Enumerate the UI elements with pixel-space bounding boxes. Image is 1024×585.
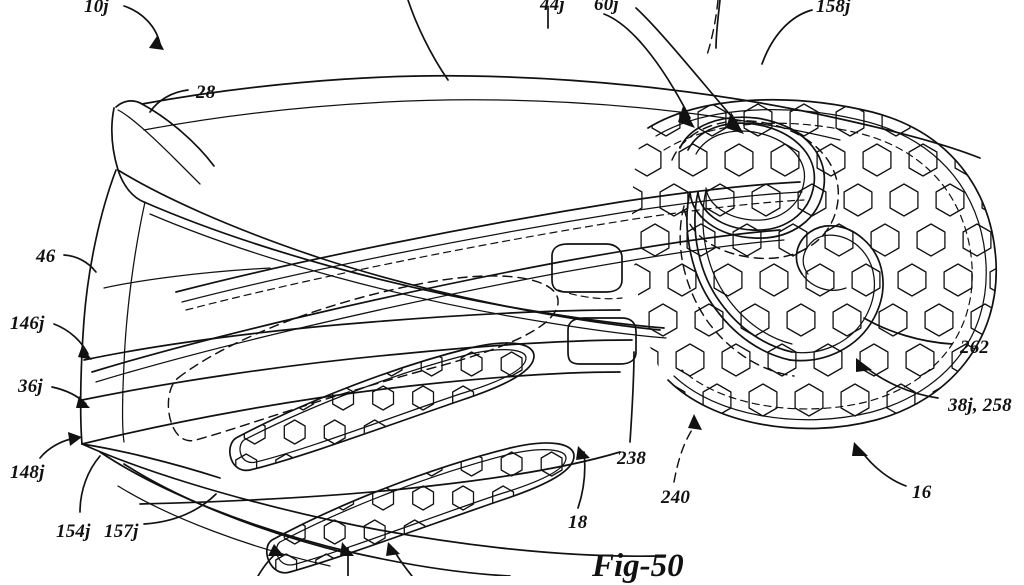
reference-numeral-158j: 158j	[816, 0, 851, 17]
reference-numeral-36j: 36j	[18, 376, 43, 397]
sole-lobe-lower	[266, 442, 575, 574]
reference-numeral-44j: 44j	[540, 0, 565, 15]
leader-lines	[39, 0, 953, 576]
figure-caption: Fig-50	[592, 548, 684, 584]
reference-numeral-157j: 157j	[104, 521, 139, 542]
reference-numeral-154j: 154j	[56, 521, 91, 542]
reference-numeral-262: 262	[960, 337, 990, 358]
midsole-notch	[551, 243, 637, 365]
reference-numeral-46: 46	[36, 246, 56, 267]
outsole-contours	[81, 443, 621, 576]
reference-numeral-146j: 146j	[10, 313, 45, 334]
reference-numeral-238: 238	[617, 448, 647, 469]
reference-numeral-16: 16	[912, 482, 932, 503]
reference-numeral-38j-258: 38j, 258	[948, 395, 1012, 416]
reference-numeral-60j: 60j	[594, 0, 619, 15]
reference-numeral-28: 28	[196, 82, 216, 103]
shoe-upper-outline	[79, 74, 981, 445]
reference-numeral-18: 18	[568, 512, 588, 533]
central-swirl-contour	[671, 116, 884, 377]
heel-pod-outline	[647, 98, 997, 430]
reference-numeral-148j: 148j	[10, 462, 45, 483]
sole-lobe-upper	[167, 275, 559, 471]
reference-numeral-240: 240	[661, 487, 691, 508]
reference-numeral-10j: 10j	[84, 0, 109, 17]
